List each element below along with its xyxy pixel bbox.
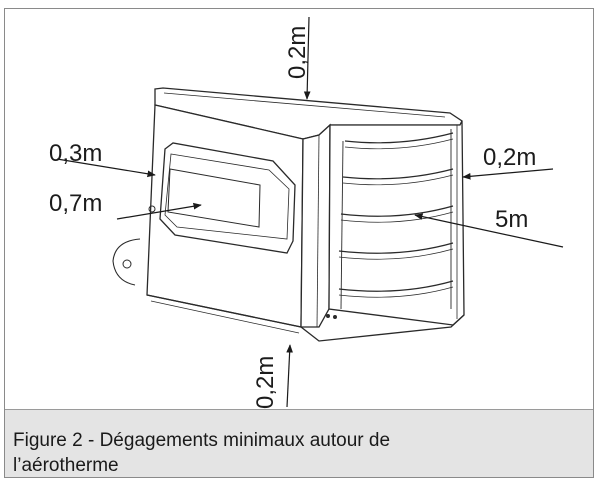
air-heater-unit xyxy=(112,87,465,342)
heater-clearance-diagram: 0,2m 0,3m 0,7m 0,2m 5m 0,2m xyxy=(49,16,564,409)
unit-corner-edge xyxy=(300,123,331,328)
label-right-upper-clearance: 0,2m xyxy=(483,144,536,171)
arrow-right-lower-clearance xyxy=(414,213,564,248)
arrow-right-upper-clearance xyxy=(462,168,554,180)
figure-frame: 0,2m 0,3m 0,7m 0,2m 5m 0,2m Figure 2 - D… xyxy=(4,8,594,478)
label-left-upper-clearance: 0,3m xyxy=(49,140,102,167)
caption-line-1: Figure 2 - Dégagements minimaux autour d… xyxy=(13,430,391,451)
arrow-left-lower-clearance xyxy=(116,202,202,220)
unit-mounting-bracket xyxy=(112,238,141,286)
arrow-top-clearance xyxy=(303,16,311,100)
label-right-lower-clearance: 5m xyxy=(495,206,528,233)
unit-bottom-edge xyxy=(146,294,465,342)
unit-display-window xyxy=(167,168,261,228)
label-left-lower-clearance: 0,7m xyxy=(49,190,102,217)
label-top-clearance: 0,2m xyxy=(284,26,311,79)
caption-line-2: l’aérotherme xyxy=(13,455,119,476)
arrow-bottom-clearance xyxy=(286,344,293,408)
unit-screw xyxy=(148,205,156,213)
unit-outlet-louvres xyxy=(326,129,454,320)
clearance-arrows xyxy=(56,16,564,408)
unit-front-panel-frame xyxy=(159,142,296,254)
label-bottom-clearance: 0,2m xyxy=(252,356,279,409)
arrow-left-upper-clearance xyxy=(56,158,156,178)
unit-side-face xyxy=(328,120,465,326)
figure-caption: Figure 2 - Dégagements minimaux autour d… xyxy=(5,409,593,477)
